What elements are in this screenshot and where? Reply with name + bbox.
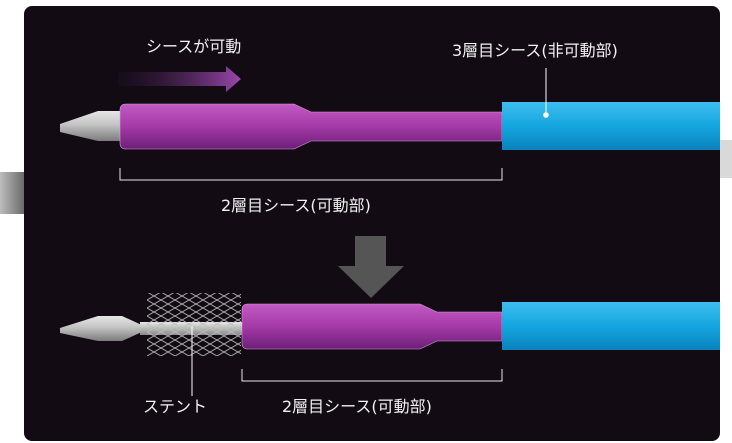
top-movable-sheath (119, 103, 503, 150)
second-layer-sheath-label-bottom: 2層目シース(可動部) (282, 397, 432, 416)
right-edge-shade (720, 140, 732, 178)
stent-mesh (147, 293, 241, 356)
bottom-sheath-bracket (241, 369, 503, 382)
left-edge-shade (0, 172, 24, 214)
bottom-fixed-sheath (502, 302, 720, 350)
transition-arrow (338, 236, 404, 298)
top-sheath-bracket (119, 168, 503, 181)
third-layer-sheath-label: 3層目シース(非可動部) (452, 41, 618, 60)
stent-label: ステント (143, 397, 208, 416)
bottom-movable-sheath (241, 303, 503, 350)
motion-arrow (118, 66, 241, 92)
bottom-catheter-tip (60, 316, 144, 341)
second-layer-sheath-label-top: 2層目シース(可動部) (221, 196, 371, 215)
top-fixed-sheath (502, 102, 720, 150)
sheath-moving-label: シースが可動 (146, 37, 242, 56)
top-catheter-tip (60, 111, 122, 141)
